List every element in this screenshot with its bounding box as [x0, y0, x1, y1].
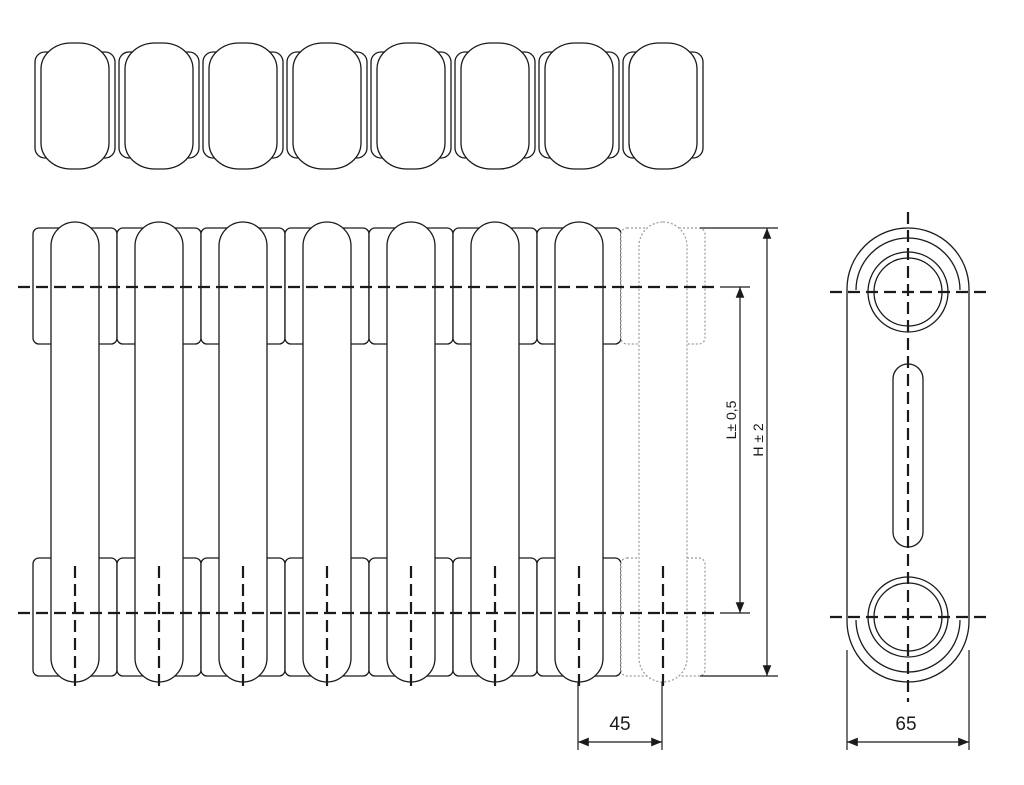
top-section — [370, 42, 452, 170]
radiator-tubes — [50, 221, 604, 683]
optional-tube — [638, 221, 688, 683]
top-view — [34, 42, 704, 170]
centerlines — [18, 285, 716, 690]
top-section-body — [376, 42, 446, 170]
side-view — [830, 212, 990, 702]
top-section-body — [460, 42, 530, 170]
optional-section-outline — [620, 221, 706, 683]
top-section-body — [544, 42, 614, 170]
top-section — [202, 42, 284, 170]
top-section — [118, 42, 200, 170]
height-dimension-label: H ± 2 — [750, 423, 766, 457]
top-section — [454, 42, 536, 170]
top-section-body — [40, 42, 110, 170]
pitch-dimension-label: 45 — [609, 714, 630, 735]
top-section — [286, 42, 368, 170]
top-section — [538, 42, 620, 170]
connection-dimension-label: L± 0,5 — [723, 400, 739, 439]
dimensions: H ± 2 L± 0,5 45 65 — [577, 227, 970, 750]
top-section — [622, 42, 704, 170]
top-section-body — [208, 42, 278, 170]
front-view — [18, 221, 716, 690]
depth-dimension-label: 65 — [895, 714, 916, 735]
top-section — [34, 42, 116, 170]
top-section-body — [124, 42, 194, 170]
top-section-body — [292, 42, 362, 170]
top-section-body — [628, 42, 698, 170]
